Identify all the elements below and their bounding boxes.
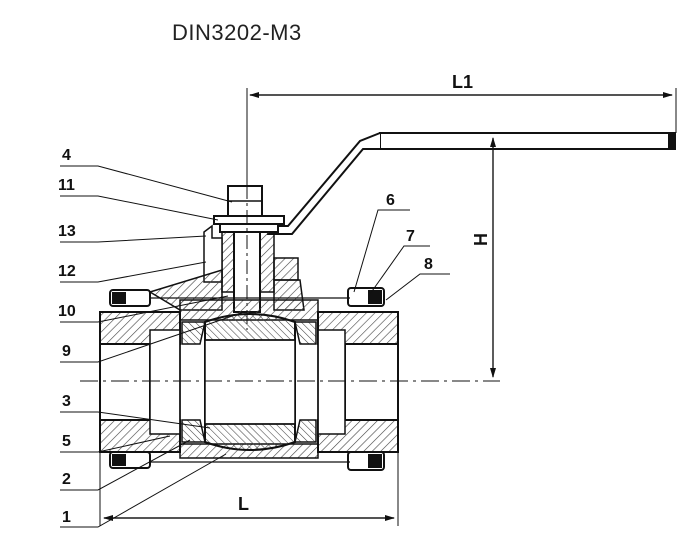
bolts-bottom	[109, 451, 385, 471]
left-end-cap	[99, 311, 181, 453]
callout-4: 4	[62, 147, 71, 164]
dimension-h: H	[471, 137, 496, 378]
bolts-top	[109, 287, 385, 307]
callout-numbers: 4 11 13 12 10 9 3 5 2 1 6 7 8	[58, 147, 433, 526]
callout-13: 13	[58, 223, 76, 240]
valve-ball	[204, 313, 296, 451]
callout-8: 8	[424, 256, 433, 273]
dim-label-l: L	[238, 494, 249, 514]
dim-label-h: H	[471, 233, 491, 246]
callout-1: 1	[62, 509, 71, 526]
callout-7: 7	[406, 228, 415, 245]
stem-nut-assembly	[203, 160, 299, 330]
callout-11: 11	[58, 177, 75, 194]
leader-lines	[60, 165, 450, 528]
handle-lever	[267, 132, 676, 235]
dimension-l: L	[99, 452, 399, 526]
drawing-title: DIN3202-M3	[172, 20, 302, 45]
callout-9: 9	[62, 343, 71, 360]
callout-5: 5	[62, 433, 71, 450]
dimension-l1: L1	[246, 72, 677, 186]
callout-2: 2	[62, 471, 71, 488]
callout-6: 6	[386, 192, 395, 209]
callout-10: 10	[58, 303, 76, 320]
seats	[181, 321, 317, 443]
callout-3: 3	[62, 393, 71, 410]
right-end-cap	[317, 311, 399, 453]
dim-label-l1: L1	[452, 72, 473, 92]
callout-12: 12	[58, 263, 76, 280]
